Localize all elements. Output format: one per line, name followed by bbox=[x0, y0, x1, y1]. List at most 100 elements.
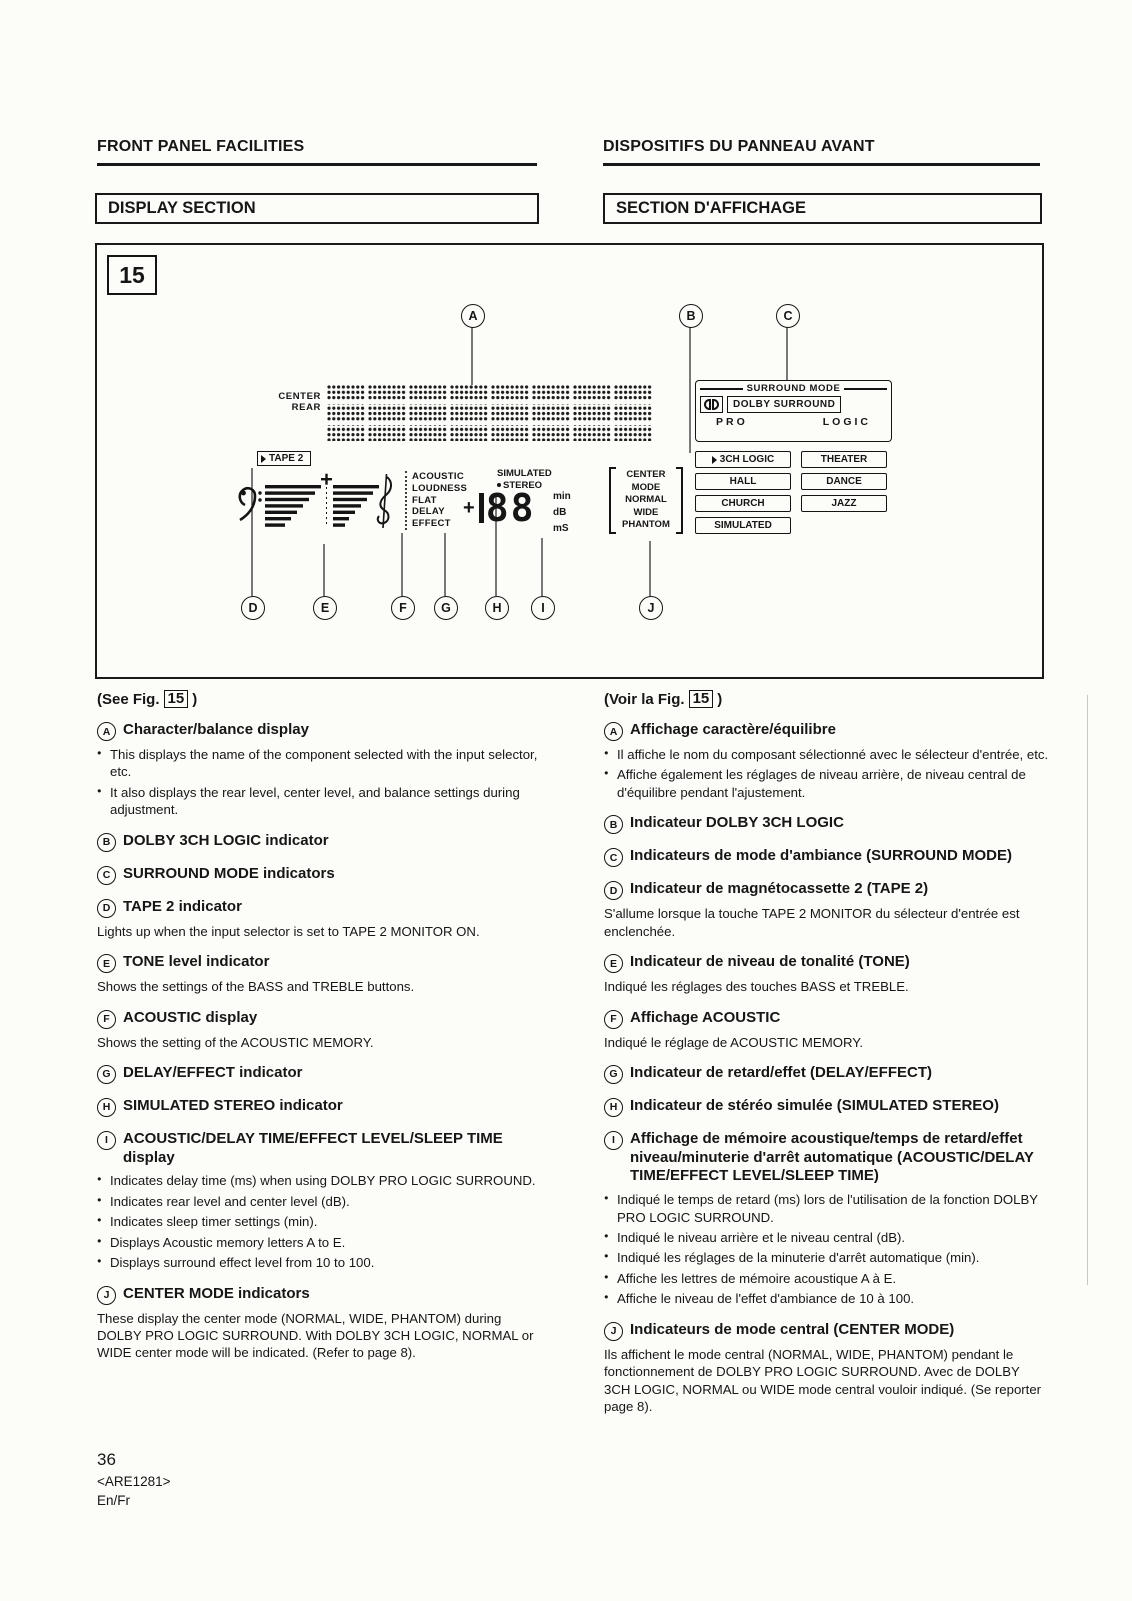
tape2-marker-icon bbox=[261, 454, 266, 463]
header-rule-en bbox=[97, 163, 537, 166]
item-title: TONE level indicator bbox=[123, 953, 270, 971]
item-letter-icon: D bbox=[604, 881, 623, 901]
dolby-surround-indicator: DOLBY SURROUND bbox=[727, 396, 842, 413]
center-mode-normal: NORMAL bbox=[625, 494, 667, 505]
item-en-b: B DOLBY 3CH LOGIC indicator bbox=[97, 832, 542, 852]
indicator-simulated: SIMULATED bbox=[695, 517, 791, 534]
item-text: Shows the settings of the BASS and TREBL… bbox=[97, 979, 415, 995]
item-bullets: Indiqué le temps de retard (ms) lors de … bbox=[604, 1191, 1049, 1308]
dot-matrix-char bbox=[368, 385, 406, 441]
callout-j: J bbox=[639, 596, 663, 620]
pro-logic-label: PRO LOGIC bbox=[700, 413, 887, 428]
item-letter-icon: D bbox=[97, 898, 116, 918]
center-mode-indicators: CENTER MODE NORMAL WIDE PHANTOM bbox=[609, 467, 683, 534]
dot-matrix-char bbox=[614, 385, 652, 441]
surround-row-4: SIMULATED bbox=[695, 517, 791, 534]
see-fig-prefix: (See Fig. bbox=[97, 690, 160, 708]
item-text: Lights up when the input selector is set… bbox=[97, 923, 480, 939]
bracket-right bbox=[675, 467, 683, 534]
item-letter-icon: E bbox=[97, 954, 116, 974]
callout-d: D bbox=[241, 596, 265, 620]
dot-matrix-char bbox=[491, 385, 529, 441]
dot-matrix-char bbox=[327, 385, 365, 441]
item-title: SURROUND MODE indicators bbox=[123, 864, 335, 882]
surround-mode-panel: SURROUND MODE DOLBY SURROUND PRO LOGIC bbox=[695, 380, 892, 442]
item-title: CENTER MODE indicators bbox=[123, 1284, 310, 1302]
item-text: Ils affichent le mode central (NORMAL, W… bbox=[604, 1346, 1042, 1414]
indicator-theater: THEATER bbox=[801, 451, 887, 468]
item-bullets: Il affiche le nom du composant sélection… bbox=[604, 746, 1049, 801]
item-bullet: Indicates sleep timer settings (min). bbox=[97, 1213, 542, 1230]
rear-label: REAR bbox=[291, 402, 321, 413]
item-title: Indicateur de magnétocassette 2 (TAPE 2) bbox=[630, 880, 929, 898]
surround-row-3: CHURCH JAZZ bbox=[695, 495, 887, 512]
dolby-d-right bbox=[712, 399, 719, 410]
figure-15: 15 A B C CENTER REAR bbox=[95, 243, 1044, 679]
center-rear-labels: CENTER REAR bbox=[245, 391, 321, 413]
item-bullet: Indiqué les réglages de la minuterie d'a… bbox=[604, 1249, 1049, 1266]
item-title: DOLBY 3CH LOGIC indicator bbox=[123, 831, 329, 849]
item-letter-icon: I bbox=[97, 1130, 116, 1150]
item-title: Indicateurs de mode central (CENTER MODE… bbox=[630, 1320, 955, 1338]
item-bullets: This displays the name of the component … bbox=[97, 746, 542, 819]
unit-labels: min dB mS bbox=[553, 492, 571, 540]
doc-code: <ARE1281> bbox=[97, 1474, 171, 1489]
tape2-indicator: TAPE 2 bbox=[257, 451, 312, 466]
item-text: Indiqué les réglages des touches BASS et… bbox=[604, 979, 909, 995]
item-letter-icon: H bbox=[604, 1097, 623, 1117]
item-bullet: Affiche le niveau de l'effet d'ambiance … bbox=[604, 1290, 1049, 1307]
unit-ms: mS bbox=[553, 523, 569, 534]
item-title: Affichage de mémoire acoustique/temps de… bbox=[630, 1129, 1034, 1185]
see-fig-label-en: (See Fig. 15 ) bbox=[97, 690, 542, 708]
acoustic-display-labels: ACOUSTIC LOUDNESS FLAT DELAY EFFECT bbox=[405, 471, 467, 530]
callout-g: G bbox=[434, 596, 458, 620]
simulated-stereo-indicator: SIMULATED STEREO bbox=[497, 468, 552, 491]
item-bullet: This displays the name of the component … bbox=[97, 746, 542, 781]
item-letter-icon: B bbox=[97, 832, 116, 852]
item-title: Indicateur de stéréo simulée (SIMULATED … bbox=[630, 1096, 999, 1114]
lang-code: En/Fr bbox=[97, 1493, 131, 1508]
indicator-jazz: JAZZ bbox=[801, 495, 887, 512]
surround-mode-title-text: SURROUND MODE bbox=[746, 383, 841, 394]
stereo-dot-icon bbox=[497, 483, 501, 488]
item-letter-icon: J bbox=[604, 1321, 623, 1341]
item-fr-d: D Indicateur de magnétocassette 2 (TAPE 2… bbox=[604, 880, 1049, 940]
character-display bbox=[327, 385, 652, 441]
item-text: These display the center mode (NORMAL, W… bbox=[97, 1310, 534, 1361]
header-rule-fr bbox=[603, 163, 1040, 166]
see-fig-suffix: ) bbox=[717, 690, 723, 708]
item-letter-icon: C bbox=[604, 848, 623, 868]
simulated-label: SIMULATED bbox=[497, 468, 552, 479]
item-bullet: Indicates rear level and center level (d… bbox=[97, 1193, 542, 1210]
item-bullet: Displays Acoustic memory letters A to E. bbox=[97, 1234, 542, 1251]
item-bullet: Indiqué le temps de retard (ms) lors de … bbox=[604, 1191, 1049, 1226]
page-footer: 36 <ARE1281> En/Fr bbox=[97, 1450, 171, 1508]
unit-min: min bbox=[553, 491, 571, 502]
unit-db: dB bbox=[553, 507, 567, 518]
item-title: Indicateurs de mode d'ambiance (SURROUND… bbox=[630, 847, 1012, 865]
item-title: Affichage caractère/équilibre bbox=[630, 721, 836, 738]
item-title: Indicateur de niveau de tonalité (TONE) bbox=[630, 953, 910, 971]
plus-sign: + bbox=[463, 497, 475, 519]
indicator-church: CHURCH bbox=[695, 495, 791, 512]
item-letter-icon: A bbox=[604, 722, 623, 741]
delay-label: DELAY bbox=[412, 506, 445, 518]
callout-e: E bbox=[313, 596, 337, 620]
item-letter-icon: G bbox=[604, 1064, 623, 1084]
callout-leader-lines bbox=[251, 326, 788, 596]
item-text: S'allume lorsque la touche TAPE 2 MONITO… bbox=[604, 906, 1020, 939]
surround-mode-title: SURROUND MODE bbox=[700, 383, 887, 394]
callout-f: F bbox=[391, 596, 415, 620]
item-letter-icon: F bbox=[97, 1009, 116, 1029]
item-letter-icon: F bbox=[604, 1009, 623, 1029]
dolby-row: DOLBY SURROUND bbox=[700, 396, 887, 413]
item-fr-h: H Indicateur de stéréo simulée (SIMULATED… bbox=[604, 1097, 1049, 1117]
